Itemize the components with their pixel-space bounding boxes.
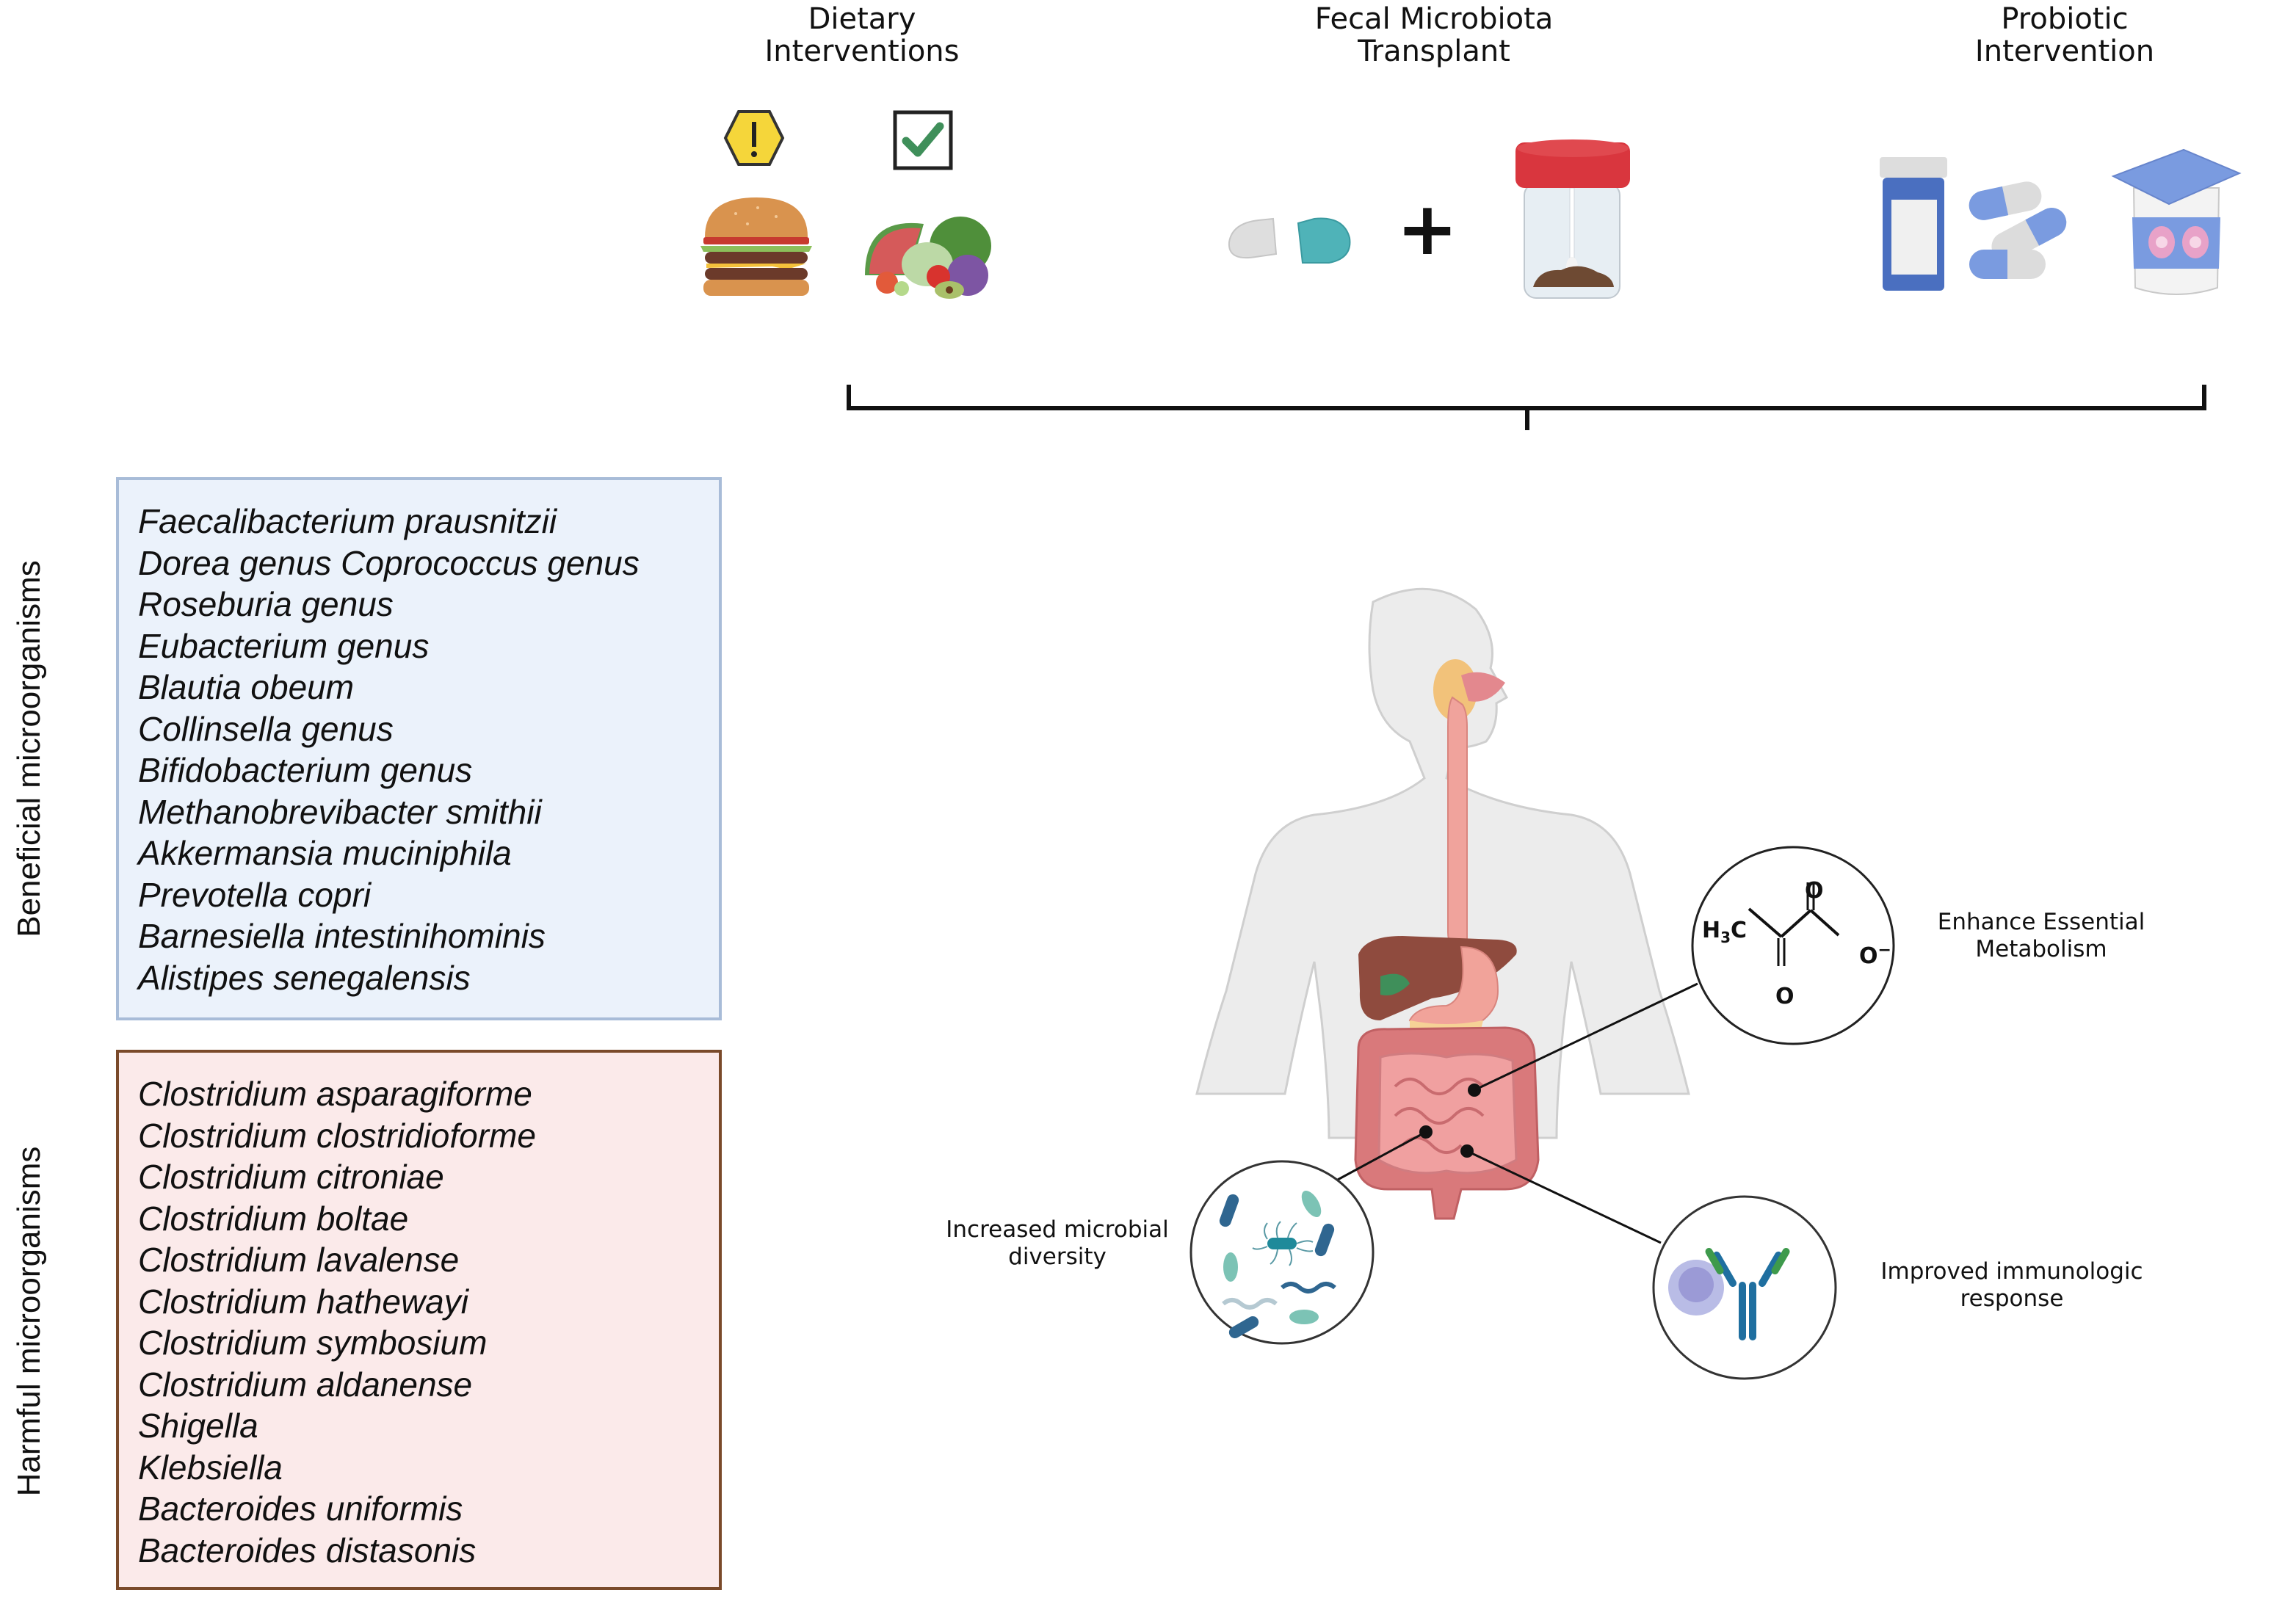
mouth [1461, 672, 1505, 702]
list-item: Eubacterium genus [138, 626, 430, 665]
list-item: Clostridium clostridioforme [138, 1116, 536, 1155]
list-item: Roseburia genus [138, 585, 394, 623]
molecule-oxygen-bottom: O [1775, 984, 1795, 1009]
immune-response-circle [1652, 1195, 1837, 1380]
bracket-connector [847, 385, 2206, 430]
connector-diversity [1336, 1130, 1427, 1182]
harmful-microorganisms-box: Clostridium asparagiforme Clostridium cl… [116, 1050, 722, 1590]
list-item: Shigella [138, 1407, 258, 1445]
warning-hexagon-icon [723, 110, 785, 166]
caption-line-2: Metabolism [1975, 936, 2107, 962]
list-item: Clostridium boltae [138, 1199, 409, 1238]
burger-icon [700, 197, 812, 296]
list-item: Clostridium asparagiforme [138, 1075, 532, 1113]
methyl-c: C [1731, 918, 1748, 943]
molecule-methyl-label: H3C [1702, 918, 1747, 946]
heading-line-1: Dietary [808, 2, 916, 36]
list-item: Bacteroides uniformis [138, 1489, 463, 1528]
list-item: Methanobrevibacter smithii [138, 792, 542, 831]
methyl-subscript: 3 [1720, 929, 1731, 946]
list-item: Collinsella genus [138, 709, 394, 748]
heading-fecal-microbiota-transplant: Fecal Microbiota Transplant [1250, 3, 1618, 68]
caption-line-1: Enhance Essential [1937, 909, 2145, 935]
list-item: Clostridium aldanense [138, 1365, 473, 1404]
list-item: Bifidobacterium genus [138, 751, 473, 789]
list-item: Klebsiella [138, 1448, 283, 1487]
caption-line-1: Increased microbial [946, 1216, 1169, 1243]
list-item: Prevotella copri [138, 875, 372, 914]
molecule-oxygen-anion: O− [1859, 941, 1891, 969]
list-item: Clostridium hathewayi [138, 1282, 468, 1321]
capsule-icon [1228, 217, 1351, 264]
caption-improved-immune-response: Improved immunologic response [1865, 1258, 2159, 1313]
antibody-icon [1705, 1248, 1790, 1340]
heading-line-1: Fecal Microbiota [1314, 2, 1554, 36]
plus-icon: + [1397, 186, 1458, 272]
connector-metabolism [1474, 982, 1698, 1092]
pyruvate-molecule-circle [1691, 846, 1895, 1045]
capsules-icon [1969, 181, 2067, 279]
oxygen-anion-o: O [1859, 943, 1878, 969]
heading-dietary-interventions: Dietary Interventions [678, 3, 1046, 68]
caption-line-2: diversity [1008, 1244, 1107, 1270]
list-item: Blautia obeum [138, 668, 355, 706]
list-item: Faecalibacterium prausnitzii [138, 502, 557, 540]
list-item: Dorea genus Coprococcus genus [138, 543, 640, 582]
heading-line-1: Probiotic [2001, 2, 2129, 36]
caption-line-2: response [1960, 1285, 2064, 1312]
heading-line-2: Transplant [1358, 35, 1510, 68]
heading-line-2: Interventions [764, 35, 960, 68]
list-item: Bacteroides distasonis [138, 1531, 477, 1569]
gallbladder [1380, 973, 1410, 995]
yogurt-cup-icon [2111, 148, 2242, 295]
pill-bottle-icon [1880, 157, 1947, 291]
caption-enhance-metabolism: Enhance Essential Metabolism [1909, 909, 2173, 963]
methyl-h: H [1702, 918, 1721, 943]
molecule-oxygen-top: O [1805, 878, 1824, 904]
checkbox-checked-icon [893, 110, 953, 170]
negative-charge: − [1877, 941, 1891, 959]
list-item: Clostridium symbosium [138, 1324, 488, 1362]
list-item: Barnesiella intestinihominis [138, 917, 546, 955]
fruits-vegetables-icon [865, 217, 991, 299]
list-item: Akkermansia muciniphila [138, 834, 512, 872]
caption-increased-diversity: Increased microbial diversity [925, 1216, 1189, 1271]
beneficial-microorganisms-box: Faecalibacterium prausnitzii Dorea genus… [116, 477, 722, 1020]
list-item: Alistipes senegalensis [138, 958, 471, 997]
heading-probiotic-intervention: Probiotic Intervention [1881, 3, 2248, 68]
stool-sample-jar-icon [1515, 139, 1630, 299]
caption-line-1: Improved immunologic [1880, 1258, 2143, 1285]
human-digestive-system-illustration [1195, 587, 1690, 1220]
heading-line-2: Intervention [1974, 35, 2155, 68]
microbial-diversity-circle [1189, 1160, 1375, 1345]
list-item: Clostridium citroniae [138, 1158, 444, 1196]
list-item: Clostridium lavalense [138, 1241, 460, 1279]
connector-immune [1466, 1150, 1662, 1244]
